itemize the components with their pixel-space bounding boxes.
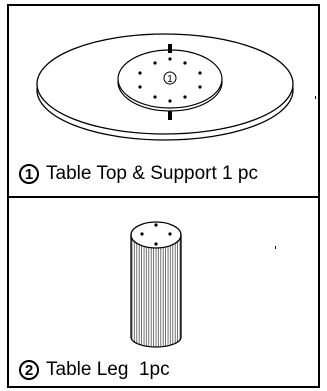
screw-hole bbox=[183, 95, 187, 99]
screw-hole bbox=[153, 95, 157, 99]
center-mark-circle bbox=[163, 71, 177, 85]
screw-hole bbox=[138, 71, 142, 75]
part-caption-2: 2 Table Leg 1pc bbox=[19, 359, 170, 381]
circled-number-icon: 1 bbox=[19, 164, 39, 184]
screw-hole bbox=[138, 85, 142, 89]
slot-top bbox=[168, 44, 172, 53]
part-panel-table-leg: 2 Table Leg 1pc bbox=[7, 196, 320, 388]
screw-hole bbox=[168, 232, 172, 236]
part-label: Table Leg 1pc bbox=[46, 359, 170, 380]
screw-hole bbox=[183, 61, 187, 65]
stray-mark bbox=[275, 246, 276, 249]
center-mark-number: 1 bbox=[167, 74, 173, 85]
leg-top-cap bbox=[130, 221, 182, 249]
screw-hole bbox=[154, 242, 158, 246]
part-panel-table-top: 1 1 Table Top & Support 1 pc bbox=[7, 4, 320, 198]
screw-hole bbox=[168, 99, 172, 103]
screw-hole bbox=[168, 57, 172, 61]
part-label: Table Top & Support 1 pc bbox=[46, 163, 258, 184]
stray-mark bbox=[315, 96, 316, 99]
circled-number-icon: 2 bbox=[19, 360, 39, 380]
screw-hole bbox=[198, 71, 202, 75]
table-leg-illustration bbox=[130, 221, 182, 348]
slot-bottom bbox=[168, 111, 172, 120]
table-top-illustration: 1 bbox=[36, 33, 294, 141]
leg-body bbox=[130, 234, 182, 348]
screw-hole bbox=[153, 61, 157, 65]
screw-holes bbox=[138, 57, 202, 103]
leg-screw-holes bbox=[140, 223, 172, 246]
part-caption-1: 1 Table Top & Support 1 pc bbox=[19, 163, 258, 185]
screw-hole bbox=[198, 85, 202, 89]
screw-hole bbox=[140, 232, 144, 236]
screw-hole bbox=[154, 223, 158, 227]
